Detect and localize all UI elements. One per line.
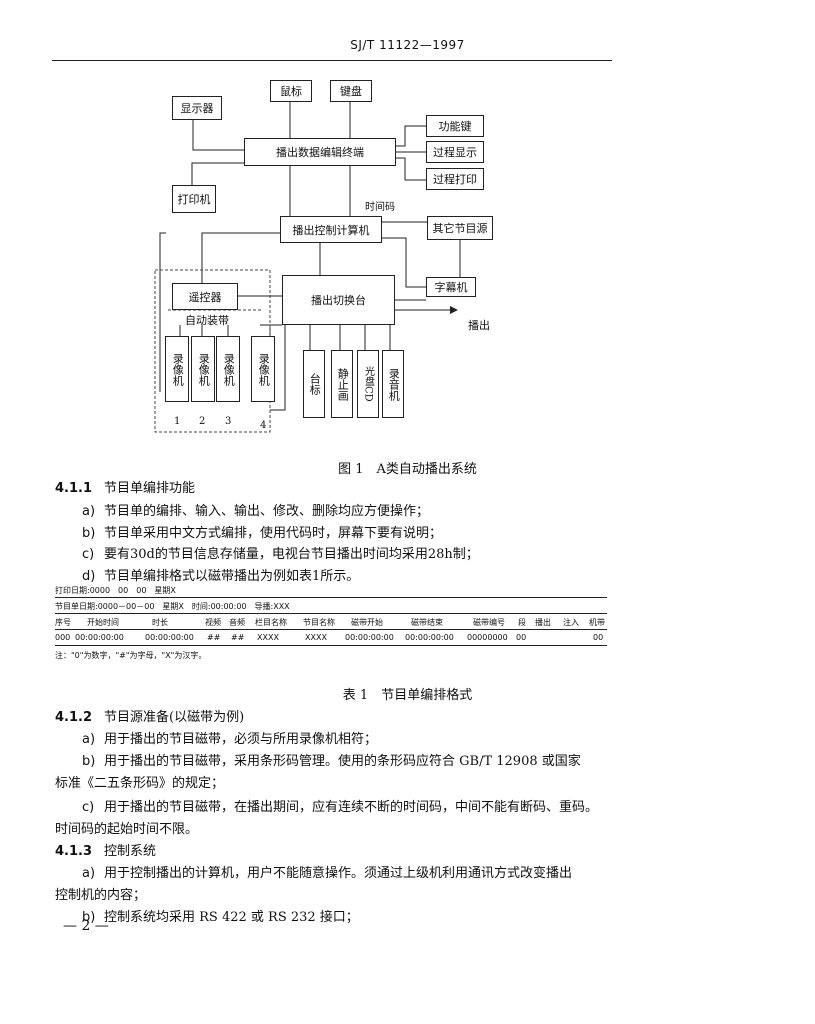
remote-controller-box: 遥控器 xyxy=(172,283,238,310)
table-rule xyxy=(55,645,607,646)
figure-caption: 图 1 A类自动播出系统 xyxy=(338,462,477,477)
section-4-1-2-item-b-cont: 标准《二五条形码》的规定； xyxy=(55,776,225,791)
editor-terminal-box: 播出数据编辑终端 xyxy=(244,138,396,166)
table-header-cell: 音频 xyxy=(229,618,245,627)
vtr-4-box: 录像机 xyxy=(251,336,275,402)
table-cell: 00000000 xyxy=(467,633,508,642)
table-cell: 00:00:00:00 xyxy=(405,633,454,642)
table-cell: 00 xyxy=(593,633,604,642)
document-code: SJ/T 11122—1997 xyxy=(350,38,465,52)
audio-recorder-box: 录音机 xyxy=(382,350,404,418)
table-row: 000 00:00:00:00 00:00:00:00 ## ## XXXX X… xyxy=(55,633,607,643)
section-4-1-3-item-a: a)用于控制播出的计算机，用户不能随意操作。须通过上级机利用通讯方式改变播出 xyxy=(82,866,573,881)
vtr-label: 录像机 xyxy=(171,352,185,386)
table-note: 注："0"为数字，"#"为字母，"X"为汉字。 xyxy=(55,651,207,660)
table-cell: 000 xyxy=(55,633,71,642)
table-header-cell: 栏目名称 xyxy=(255,618,287,627)
table-cell: ## xyxy=(231,633,245,642)
vtr-3-box: 录像机 xyxy=(216,336,240,402)
section-4-1-2-item-c-cont: 时间码的起始时间不限。 xyxy=(55,822,199,837)
function-keys-box: 功能键 xyxy=(426,115,484,137)
table-header-cell: 机带 xyxy=(589,618,605,627)
table-rule xyxy=(55,613,607,614)
vtr-2-box: 录像机 xyxy=(191,336,215,402)
table-cell: XXXX xyxy=(257,633,279,642)
table-cell: XXXX xyxy=(305,633,327,642)
table-caption: 表 1 节目单编排格式 xyxy=(342,688,473,703)
keyboard-box: 键盘 xyxy=(330,80,372,102)
section-4-1-2-item-a: a)用于播出的节目磁带，必须与所用录像机相符； xyxy=(82,732,378,747)
process-display-box: 过程显示 xyxy=(426,141,484,163)
section-4-1-1-item-c: c)要有30d的节目信息存储量，电视台节目播出时间均采用28h制； xyxy=(82,547,479,562)
timecode-label: 时间码 xyxy=(365,202,395,213)
table-header-cell: 磁带结束 xyxy=(411,618,443,627)
auto-tape-label: 自动装带 xyxy=(185,314,229,327)
section-4-1-3-item-a-cont: 控制机的内容； xyxy=(55,888,147,903)
vtr-label: 录像机 xyxy=(257,352,271,386)
table-rule xyxy=(55,597,607,598)
printer-box: 打印机 xyxy=(172,185,216,213)
table-cell: 00:00:00:00 xyxy=(145,633,194,642)
table-header-cell: 开始时间 xyxy=(87,618,119,627)
table-header-cell: 视频 xyxy=(205,618,221,627)
table-header-row: 序号 开始时间 时长 视频 音频 栏目名称 节目名称 磁带开始 磁带结束 磁带编… xyxy=(55,617,607,627)
table-cell: 00 xyxy=(516,633,527,642)
table-schedule-date: 节目单日期:0000－00－00 星期X 时间:00:00:00 导播:XXX xyxy=(55,602,290,611)
table-header-cell: 段 xyxy=(518,618,526,627)
page-number: — 2 — xyxy=(63,918,109,934)
cd-box: 光盘CD xyxy=(357,350,379,418)
still-image-box: 静止画 xyxy=(331,350,353,418)
section-4-1-2-item-c: c)用于播出的节目磁带，在播出期间，应有连续不断的时间码，中间不能有断码、重码。 xyxy=(82,800,599,815)
table-cell: ## xyxy=(207,633,221,642)
output-label: 播出 xyxy=(468,319,490,332)
section-4-1-2-item-b: b)用于播出的节目磁带，采用条形码管理。使用的条形码应符合 GB/T 12908… xyxy=(82,754,581,769)
other-source-box: 其它节目源 xyxy=(427,216,493,240)
vtr-label: 录像机 xyxy=(222,352,236,386)
vtr-number: 1 xyxy=(174,416,181,427)
station-logo-box: 台标 xyxy=(303,350,325,418)
table-header-cell: 节目名称 xyxy=(303,618,335,627)
header-rule xyxy=(52,60,612,61)
vtr-label: 录像机 xyxy=(197,352,211,386)
table-rule xyxy=(55,629,607,630)
vtr-1-box: 录像机 xyxy=(165,336,189,402)
table-header-cell: 播出 xyxy=(535,618,551,627)
vtr-number: 4 xyxy=(260,420,267,431)
display-box: 显示器 xyxy=(172,96,222,120)
process-print-box: 过程打印 xyxy=(426,168,484,190)
control-computer-box: 播出控制计算机 xyxy=(280,216,382,243)
switcher-box: 播出切换台 xyxy=(282,275,395,325)
table-cell: 00:00:00:00 xyxy=(75,633,124,642)
captioner-box: 字幕机 xyxy=(426,277,476,297)
table-header-cell: 磁带开始 xyxy=(351,618,383,627)
vtr-number: 2 xyxy=(199,416,206,427)
section-4-1-1-item-b: b)节目单采用中文方式编排，使用代码时，屏幕下要有说明； xyxy=(82,526,443,541)
table-header-cell: 序号 xyxy=(55,618,71,627)
table-header-cell: 时长 xyxy=(152,618,168,627)
section-4-1-1-item-d: d)节目单编排格式以磁带播出为例如表1所示。 xyxy=(82,569,360,584)
section-4-1-3-item-b: b)控制系统均采用 RS 422 或 RS 232 接口； xyxy=(82,910,359,925)
table-print-date: 打印日期:0000 00 00 星期X xyxy=(55,586,176,595)
table-cell: 00:00:00:00 xyxy=(345,633,394,642)
vtr-number: 3 xyxy=(225,416,232,427)
mouse-box: 鼠标 xyxy=(270,80,312,102)
table-header-cell: 磁带编号 xyxy=(473,618,505,627)
section-4-1-1-item-a: a)节目单的编排、输入、输出、修改、删除均应方便操作； xyxy=(82,504,430,519)
table-header-cell: 注入 xyxy=(563,618,579,627)
